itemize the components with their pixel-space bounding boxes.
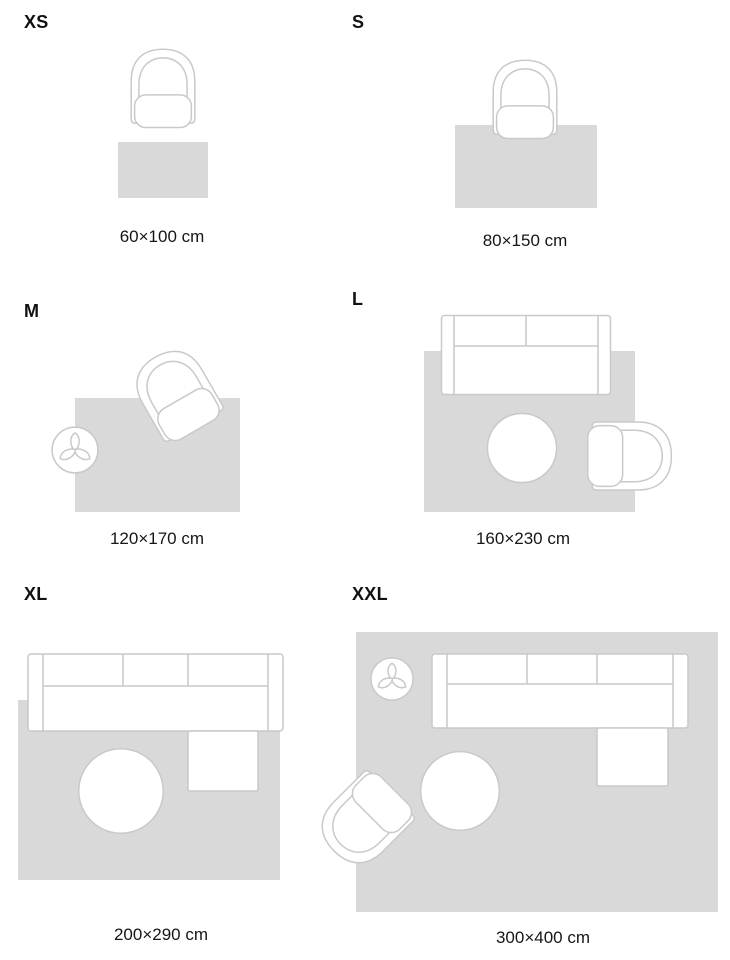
size-caption-xl: 200×290 cm <box>113 925 209 944</box>
coffee-table-illustration <box>77 747 165 835</box>
size-caption-xxl: 300×400 cm <box>495 928 591 947</box>
armchair-illustration <box>120 42 206 134</box>
size-label-xl: XL <box>24 584 48 604</box>
size-label-xs: XS <box>24 12 49 32</box>
size-label-m: M <box>24 301 40 321</box>
size-caption-s: 80×150 cm <box>482 231 568 250</box>
coffee-table-illustration <box>486 412 558 484</box>
size-label-s: S <box>352 12 365 32</box>
plant-illustration <box>369 656 415 702</box>
size-caption-xs: 60×100 cm <box>119 227 205 246</box>
sofa-illustration <box>440 314 612 396</box>
armchair-illustration <box>582 410 678 502</box>
size-label-xxl: XXL <box>352 584 388 604</box>
armchair-illustration <box>482 53 568 145</box>
size-caption-m: 120×170 cm <box>109 529 205 548</box>
size-label-l: L <box>352 289 364 309</box>
rug-xs <box>118 142 208 198</box>
size-caption-l: 160×230 cm <box>475 529 571 548</box>
plant-illustration <box>50 425 100 475</box>
